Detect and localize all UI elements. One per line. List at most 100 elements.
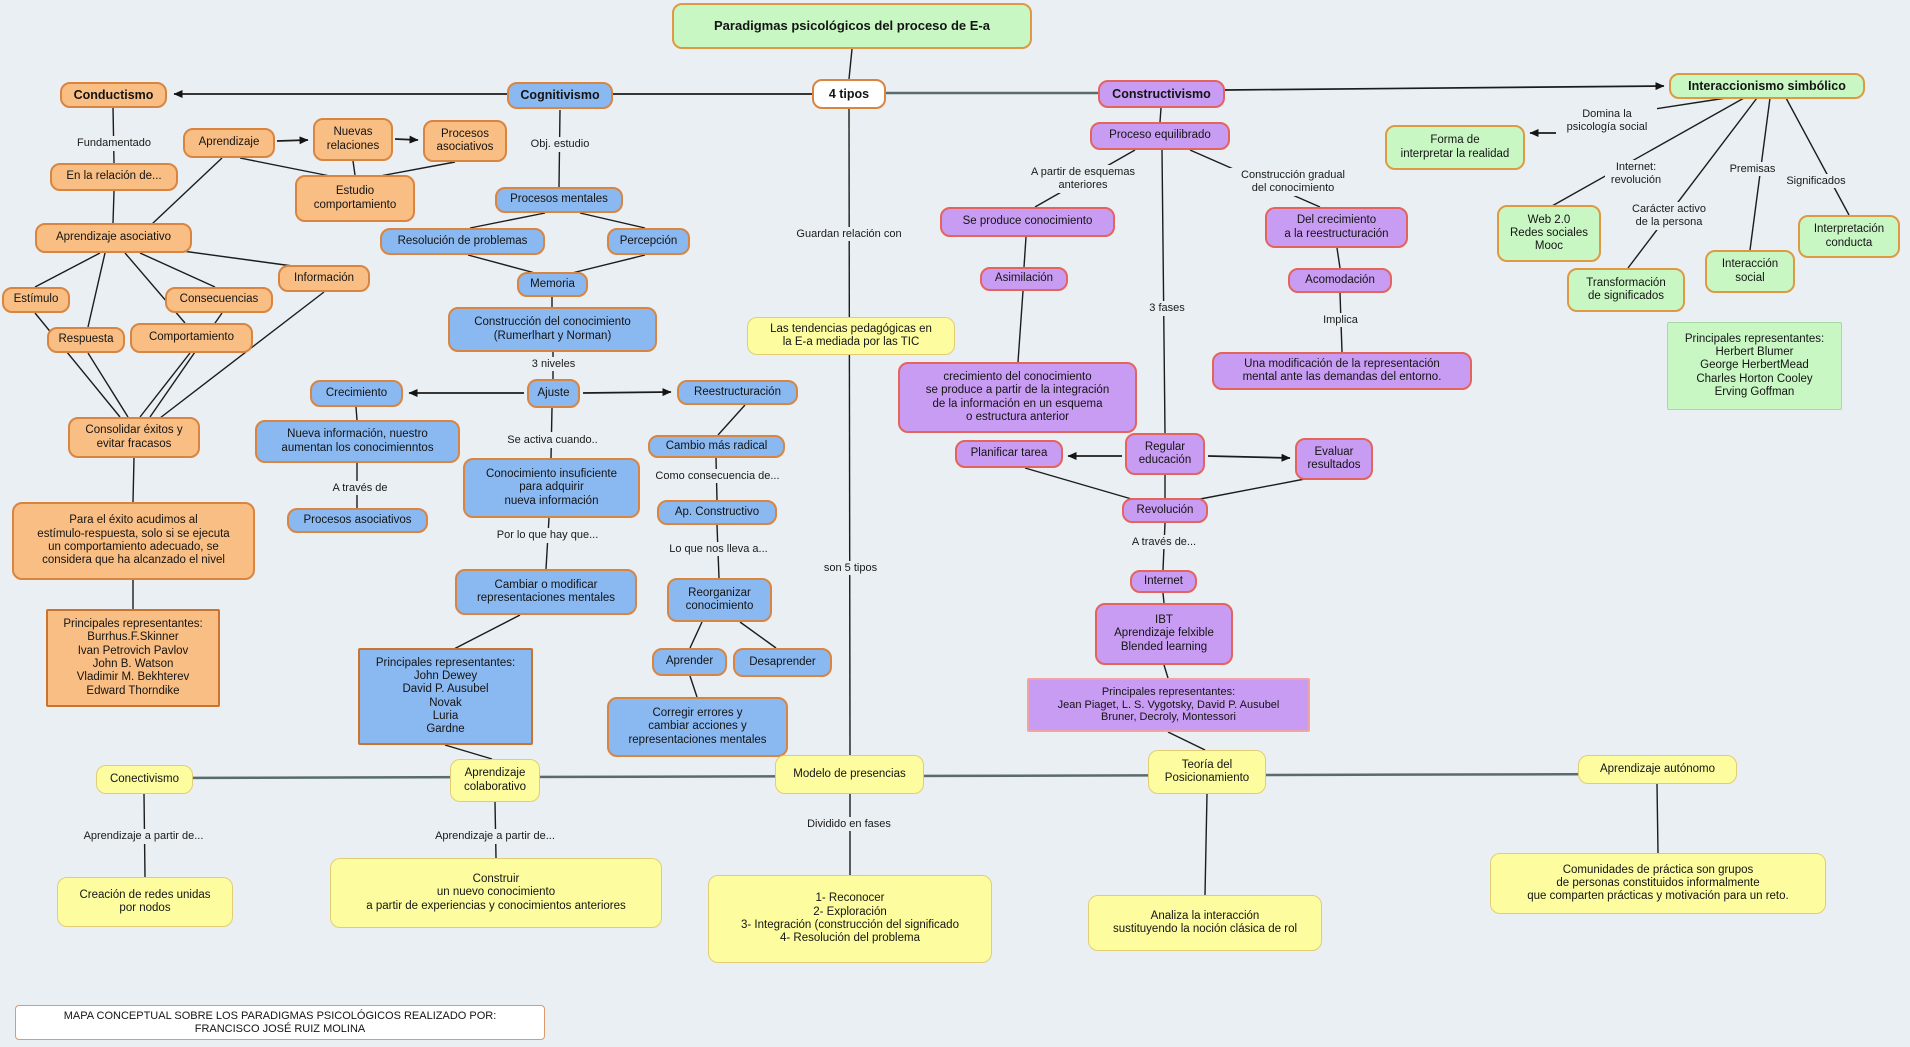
- label-dividido-en-fases: Dividido en fases: [797, 817, 901, 831]
- node-aprendizaje: Aprendizaje: [183, 128, 275, 158]
- connector-line: [1647, 97, 1727, 111]
- node-conectivismo: Conectivismo: [96, 765, 193, 794]
- label-obj-estudio: Obj. estudio: [523, 137, 597, 152]
- label-domina: Domina la psicología social: [1557, 107, 1657, 135]
- node-proceso-equilibrado: Proceso equilibrado: [1090, 122, 1230, 150]
- connector-line: [717, 404, 746, 436]
- node-percepcion: Percepción: [607, 228, 690, 255]
- node-reestructuracion: Reestructuración: [677, 380, 798, 405]
- connector-line: [739, 621, 777, 649]
- connector-line: [132, 457, 135, 503]
- node-procesos-asociativos-1: Procesos asociativos: [423, 120, 507, 162]
- title-box: Paradigmas psicológicos del proceso de E…: [672, 3, 1032, 49]
- node-web-20: Web 2.0 Redes sociales Mooc: [1497, 205, 1601, 262]
- node-evaluar-resultados: Evaluar resultados: [1295, 438, 1373, 480]
- connector-line: [545, 517, 550, 570]
- connector-line: [1017, 290, 1024, 363]
- connector-line: [1204, 793, 1208, 896]
- edge-ajuste-reestructuracion: [582, 388, 672, 397]
- connector-line: [689, 621, 703, 649]
- node-ibt: IBT Aprendizaje felxible Blended learnin…: [1095, 603, 1233, 665]
- connector-line: [379, 161, 456, 177]
- label-como-consecuencia: Como consecuencia de...: [642, 469, 793, 483]
- label-aprendizaje-a-partir-1: Aprendizaje a partir de...: [69, 829, 218, 844]
- label-caracter-activo: Carácter activo de la persona: [1623, 202, 1715, 230]
- node-procesos-mentales: Procesos mentales: [495, 187, 623, 213]
- label-lo-que-nos-lleva: Lo que nos lleva a...: [657, 542, 780, 556]
- label-3-fases: 3 fases: [1145, 301, 1189, 316]
- label-a-traves-de-1: A través de: [325, 481, 395, 495]
- label-construccion-gradual: Construcción gradual del conocimiento: [1228, 168, 1358, 196]
- node-modelo-presencias: Modelo de presencias: [775, 755, 924, 794]
- edge-constructivismo-interaccionismo: [1224, 82, 1665, 91]
- edge-nuevas-procesos: [394, 135, 419, 144]
- node-cambiar-modificar: Cambiar o modificar representaciones men…: [455, 569, 637, 615]
- node-crecimiento: Crecimiento: [310, 380, 403, 407]
- connector-line: [112, 106, 115, 164]
- node-conductismo-representantes: Principales representantes: Burrhus.F.Sk…: [46, 609, 220, 707]
- node-crecimiento-conocimiento: crecimiento del conocimiento se produce …: [898, 362, 1137, 433]
- node-fases: 1- Reconocer 2- Exploración 3- Integraci…: [708, 875, 992, 963]
- connector-line: [1159, 107, 1162, 123]
- connector-line: [1194, 477, 1311, 501]
- connector-line: [1162, 592, 1165, 604]
- node-cognitivismo: Cognitivismo: [507, 82, 613, 109]
- node-nuevas-relaciones: Nuevas relaciones: [313, 118, 393, 161]
- connector-line: [469, 212, 546, 229]
- edge-title-4tipos: [848, 48, 853, 80]
- node-resolucion-problemas: Resolución de problemas: [380, 228, 545, 255]
- connector-line: [579, 212, 646, 229]
- node-asimilacion: Asimilación: [980, 267, 1068, 291]
- node-se-produce-conocimiento: Se produce conocimiento: [940, 207, 1115, 237]
- edge-aprendizaje-nuevas: [276, 136, 309, 145]
- node-construir: Construir un nuevo conocimiento a partir…: [330, 858, 662, 928]
- node-comportamiento: Comportamiento: [130, 323, 253, 353]
- connector-line: [1024, 467, 1136, 501]
- connector-line: [352, 160, 356, 176]
- connector-line: [689, 675, 698, 698]
- node-aprender: Aprender: [652, 648, 727, 676]
- node-para-el-exito: Para el éxito acudimos al estímulo-respu…: [12, 502, 255, 580]
- node-cambio-radical: Cambio más radical: [648, 435, 785, 458]
- node-construccion-conocimiento: Construcción del conocimiento (Rumerlhar…: [448, 307, 657, 352]
- connector-line: [467, 254, 536, 274]
- node-acomodacion: Acomodación: [1288, 268, 1392, 293]
- connector-line: [444, 744, 493, 760]
- node-una-modificacion: Una modificación de la representación me…: [1212, 352, 1472, 390]
- label-aprendizaje-a-partir-2: Aprendizaje a partir de...: [419, 829, 571, 844]
- connector-line: [87, 352, 129, 418]
- node-comunidades: Comunidades de práctica son grupos de pe…: [1490, 853, 1826, 914]
- node-conductismo: Conductismo: [60, 82, 167, 108]
- node-forma-interpretar: Forma de interpretar la realidad: [1385, 125, 1525, 170]
- node-tendencias-tic: Las tendencias pedagógicas en la E-a med…: [747, 317, 955, 355]
- connector-line: [139, 252, 216, 288]
- connector-line: [1551, 97, 1745, 207]
- label-se-activa: Se activa cuando..: [497, 432, 608, 448]
- node-memoria: Memoria: [517, 272, 588, 297]
- connector-line: [151, 157, 223, 225]
- node-informacion: Información: [278, 265, 370, 292]
- node-regular-educacion: Regular educación: [1125, 433, 1205, 475]
- node-corregir-errores: Corregir errores y cambiar acciones y re…: [607, 697, 788, 757]
- connector-line: [1023, 236, 1027, 268]
- connector-line: [355, 406, 358, 421]
- node-interpretacion-conducta: Interpretación conducta: [1798, 215, 1900, 258]
- connector-line: [1161, 149, 1166, 434]
- node-analiza-interaccion: Analiza la interacción sustituyendo la n…: [1088, 895, 1322, 951]
- caption-box: MAPA CONCEPTUAL SOBRE LOS PARADIGMAS PSI…: [15, 1005, 545, 1040]
- label-guardan-relacion: Guardan relación con: [785, 227, 913, 241]
- connector-line: [1785, 97, 1850, 216]
- connector-line: [87, 252, 106, 328]
- connector-line: [1163, 664, 1169, 679]
- connector-line: [571, 254, 646, 274]
- connector-line: [1167, 731, 1206, 751]
- node-internet: Internet: [1130, 570, 1197, 593]
- node-revolucion: Revolución: [1122, 498, 1208, 523]
- node-procesos-asociativos-2: Procesos asociativos: [287, 508, 428, 533]
- connector-line: [34, 252, 101, 288]
- node-ajuste: Ajuste: [527, 379, 580, 408]
- label-fundamentado: Fundamentado: [69, 136, 159, 151]
- label-significados: Significados: [1780, 174, 1852, 188]
- node-consecuencias: Consecuencias: [165, 287, 273, 313]
